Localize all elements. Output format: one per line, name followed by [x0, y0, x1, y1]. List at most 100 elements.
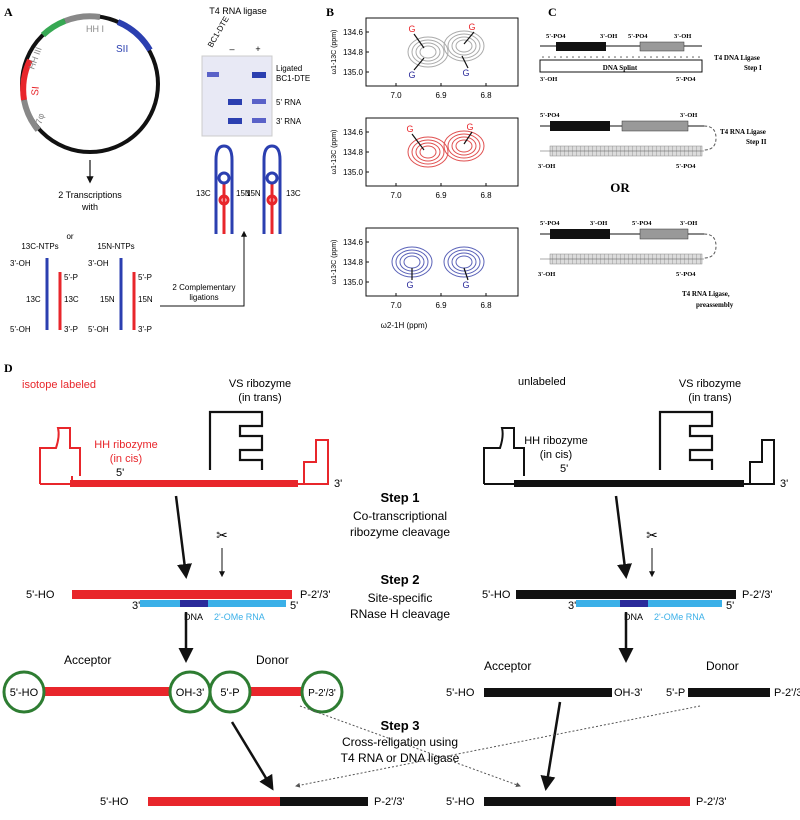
- ntps-13c-label: 13C-NTPs: [21, 242, 58, 251]
- strand-5oh-a: 5'-OH: [10, 325, 31, 334]
- nmr-x-tick: 6.9: [435, 191, 447, 200]
- panel-b-label: B: [326, 5, 334, 19]
- svg-text:5'-HO: 5'-HO: [10, 687, 39, 699]
- panel-a-label: A: [4, 5, 13, 19]
- hairpin-right-13c: 13C: [286, 189, 301, 198]
- hairpin-right-15n: 15N: [246, 189, 261, 198]
- nmr-peak-pointer: [463, 31, 475, 45]
- hairpin-left-15n: 15N: [236, 189, 251, 198]
- nmr-contour: [455, 139, 473, 153]
- s2-label: SII: [116, 44, 128, 55]
- svg-text:DNA Splint: DNA Splint: [603, 64, 638, 72]
- svg-text:5'-PO4: 5'-PO4: [676, 271, 696, 278]
- nmr-y-tick: 134.8: [343, 48, 364, 57]
- gel-label-ligated-2: BC1-DTE: [276, 74, 310, 83]
- nmr-peak-pointer: [411, 133, 425, 151]
- gel-plus: +: [255, 44, 260, 54]
- nmr-x-axis-title: ω2-1H (ppm): [381, 321, 428, 330]
- svg-text:3'-OH: 3'-OH: [538, 271, 555, 278]
- nmr-x-tick: 6.9: [435, 301, 447, 310]
- gel-band-5rna-1: [228, 99, 242, 105]
- right-precursor: HH ribozyme (in cis) 5' 3': [483, 410, 788, 490]
- hh1-label: HH I: [86, 24, 104, 34]
- nmr-peak-label: G: [408, 24, 415, 34]
- left-acceptor: Acceptor: [64, 653, 111, 667]
- hh3-segment: [40, 18, 67, 38]
- gel-label-ligated-1: Ligated: [276, 64, 302, 73]
- strands-13c: 3'-OH 5'-OH 5'-P 3'-P 13C 13C: [10, 258, 79, 334]
- vs-right-title: VS ribozyme: [679, 378, 741, 390]
- left-arrow-3: [230, 721, 274, 791]
- svg-text:3'-OH: 3'-OH: [540, 76, 557, 83]
- pre-label: preassembly: [696, 301, 734, 309]
- right-step2: 5'-HO P-2'/3' 3' 5' DNA 2'-OMe RNA: [482, 589, 773, 622]
- hh-left-cis: (in cis): [110, 453, 142, 465]
- svg-text:5': 5': [726, 600, 734, 612]
- svg-text:P-2'/3': P-2'/3': [742, 589, 773, 601]
- step3-line2: T4 RNA or DNA ligase: [341, 751, 460, 765]
- nmr-y-axis-title: ω1-13C (ppm): [331, 130, 338, 175]
- svg-text:5'-HO: 5'-HO: [446, 687, 475, 699]
- hairpin-right: 15N 13C: [246, 144, 301, 234]
- nmr-y-tick: 134.8: [343, 148, 364, 157]
- nmr-contour: [415, 142, 441, 162]
- nmr-contour: [451, 252, 477, 272]
- strand-5p-a: 5'-P: [64, 273, 78, 282]
- svg-text:3'-OH: 3'-OH: [600, 33, 617, 40]
- right-3prime: 3': [780, 478, 788, 490]
- svg-text:P-2'/3': P-2'/3': [696, 796, 727, 808]
- nmr-x-tick: 7.0: [390, 191, 402, 200]
- svg-text:DNA: DNA: [184, 612, 203, 622]
- strand-3p-b: 3'-P: [138, 325, 152, 334]
- nmr-peak-label: G: [466, 122, 473, 132]
- svg-text:OH-3': OH-3': [614, 687, 642, 699]
- svg-text:3'-OH: 3'-OH: [680, 220, 697, 227]
- pre-ligase: T4 RNA Ligase,: [682, 290, 730, 298]
- nmr-contour: [451, 36, 477, 56]
- step1-title: Step 1: [380, 490, 419, 505]
- nmr-contour: [411, 39, 445, 65]
- gel-band-5rna-2: [252, 99, 266, 104]
- svg-text:5'-HO: 5'-HO: [100, 796, 129, 808]
- right-5prime: 5': [560, 463, 568, 475]
- step2-line2: RNase H cleavage: [350, 607, 450, 621]
- svg-text:OH-3': OH-3': [176, 687, 204, 699]
- svg-text:P-2'/3': P-2'/3': [774, 687, 800, 699]
- left-step3: Acceptor Donor 5'-HO OH-3' 5'-P P-2'/3': [2, 653, 344, 714]
- svg-text:5'-PO4: 5'-PO4: [546, 33, 566, 40]
- nmr-x-tick: 6.8: [480, 191, 492, 200]
- nmr-contour: [443, 246, 485, 278]
- nmr-x-tick: 6.8: [480, 91, 492, 100]
- s1-label: SI: [30, 86, 42, 96]
- strand-5p-b: 5'-P: [138, 273, 152, 282]
- cross-arrow-2: [295, 705, 701, 788]
- svg-text:5'-PO4: 5'-PO4: [676, 76, 696, 83]
- ntps-15n-label: 15N-NTPs: [97, 242, 134, 251]
- nmr-peak-pointer: [413, 33, 425, 49]
- svg-text:5'-P: 5'-P: [666, 687, 685, 699]
- vs-left-title: VS ribozyme: [229, 378, 291, 390]
- gel-minus: –: [229, 44, 234, 54]
- nmr-x-tick: 6.8: [480, 301, 492, 310]
- step1-ligase: T4 DNA Ligase: [714, 54, 760, 62]
- hh-left-title: HH ribozyme: [94, 439, 158, 451]
- nmr-contour: [447, 133, 481, 159]
- t7-label: T7φ: [32, 112, 46, 131]
- nmr-y-tick: 135.0: [343, 278, 364, 287]
- nmr-contour: [407, 136, 449, 168]
- nmr-contour: [455, 39, 473, 53]
- plasmid-diagram: HH I HH III SII SI T7φ: [20, 13, 160, 154]
- nmr-contour: [447, 249, 481, 275]
- right-step3: Acceptor Donor 5'-HO OH-3' 5'-P P-2'/3': [446, 659, 800, 699]
- left-product: 5'-HO P-2'/3': [100, 796, 405, 808]
- nmr-peak-label: G: [468, 22, 475, 32]
- nmr-y-tick: 134.8: [343, 258, 364, 267]
- nmr-x-tick: 7.0: [390, 301, 402, 310]
- gel-band-3rna-1: [228, 118, 242, 124]
- nmr-y-tick: 134.6: [343, 128, 364, 137]
- nmr-peak-label: G: [408, 70, 415, 80]
- svg-text:3'-OH: 3'-OH: [674, 33, 691, 40]
- hairpin-left-13c: 13C: [196, 189, 211, 198]
- svg-text:3'-OH: 3'-OH: [590, 220, 607, 227]
